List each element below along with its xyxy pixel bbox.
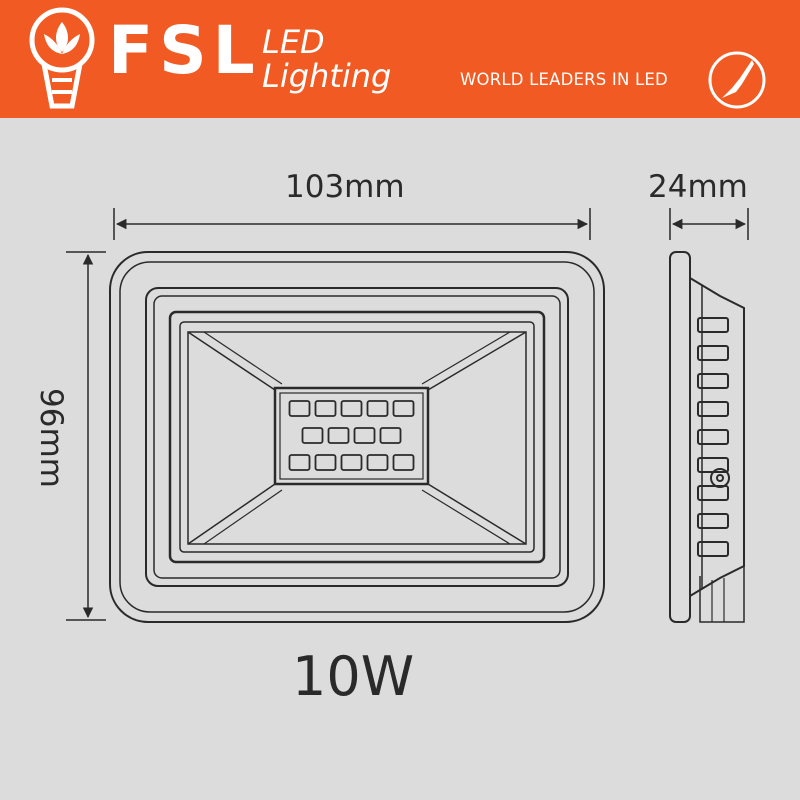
led-chip [340,454,363,471]
header-banner: FSL LED Lighting WORLD LEADERS IN LED [0,0,800,118]
lightbulb-lotus-icon [29,7,95,109]
led-chip [366,400,389,417]
width-label: 103mm [285,169,405,205]
brand-name: FSL [108,12,261,89]
led-chip [392,454,415,471]
tagline: WORLD LEADERS IN LED [460,70,668,89]
brand-subtitle-led: LED [262,23,325,61]
power-rating: 10W [292,645,415,708]
floodlight-front-view [109,251,605,623]
height-label: 96mm [33,388,69,488]
led-chip [301,427,324,444]
led-chip [314,400,337,417]
depth-label: 24mm [648,169,748,205]
floodlight-side-view [669,251,745,623]
led-chip [288,400,311,417]
led-chip [379,427,402,444]
brand-subtitle-lighting: Lighting [262,57,392,95]
led-chip [353,427,376,444]
width-dimension-line [113,208,591,240]
led-chip [366,454,389,471]
led-chip [288,454,311,471]
led-chip [314,454,337,471]
depth-dimension-line [669,208,749,240]
china-map-icon [708,51,766,109]
height-dimension-line [66,251,106,621]
led-chip [392,400,415,417]
led-chip [327,427,350,444]
led-array [288,400,415,471]
led-chip [340,400,363,417]
